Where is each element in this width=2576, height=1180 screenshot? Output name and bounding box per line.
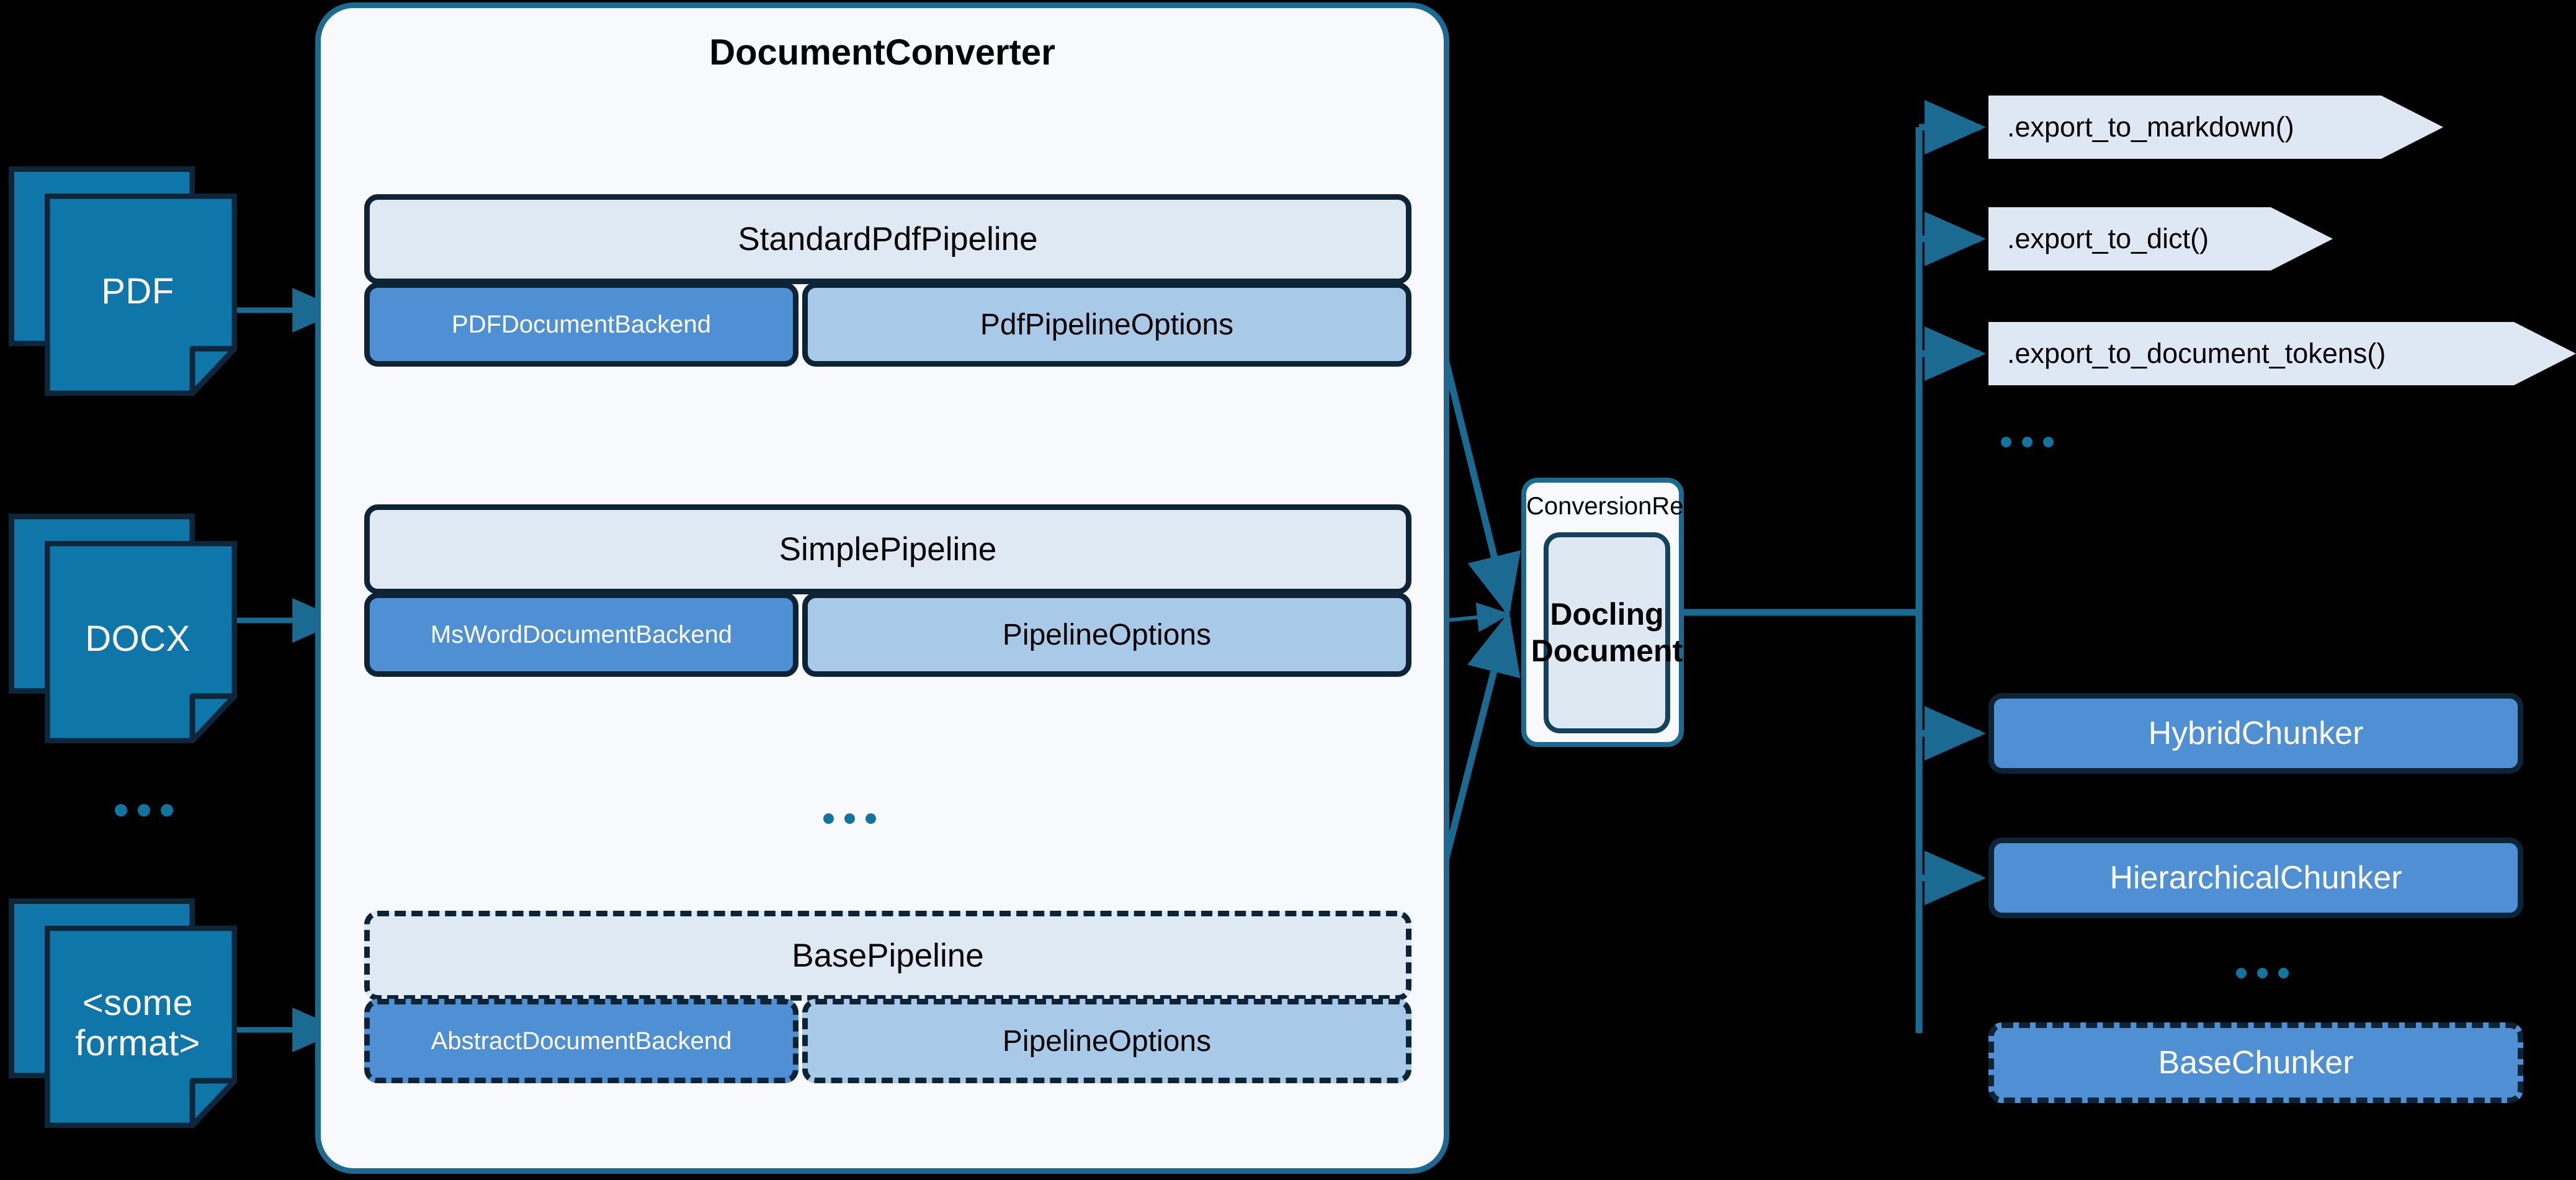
pipeline-header[interactable]: StandardPdfPipeline (364, 194, 1411, 284)
chunker-label: BaseChunker (2158, 1045, 2354, 1081)
page-title: DocumentConverter (709, 32, 1055, 73)
export-label: .export_to_dict() (2007, 223, 2209, 254)
export-chip-document-tokens[interactable]: .export_to_document_tokens() (1988, 322, 2576, 385)
docling-document-line2: Document (1531, 633, 1683, 668)
pipeline-name: SimplePipeline (779, 531, 997, 568)
dot-3 (161, 804, 173, 816)
export-label: .export_to_markdown() (2007, 111, 2294, 143)
pipeline-body: AbstractDocumentBackend PipelineOptions (364, 999, 1411, 1083)
input-label-line2: format> (75, 1023, 200, 1063)
input-label: <some format> (45, 926, 231, 1122)
input-ellipsis (115, 804, 173, 816)
docling-document-line1: Docling (1550, 597, 1664, 632)
dot-3 (865, 813, 876, 824)
pipeline-ellipsis (823, 813, 876, 824)
dot-1 (2001, 437, 2011, 447)
wire-result-trunk (1684, 127, 1923, 1033)
pipeline-backend[interactable]: MsWordDocumentBackend (364, 592, 798, 677)
conversion-result-label: ConversionResult (1526, 493, 1722, 520)
input-label: DOCX (85, 618, 190, 659)
export-chip-dict[interactable]: .export_to_dict() (1988, 207, 2333, 270)
pipeline-body: MsWordDocumentBackend PipelineOptions (364, 592, 1411, 677)
pipeline-backend-label: MsWordDocumentBackend (430, 620, 733, 648)
pipeline-options[interactable]: PipelineOptions (802, 592, 1411, 677)
dot-3 (2043, 437, 2054, 447)
document-stack-icon (45, 926, 237, 1128)
chunker-label: HybridChunker (2148, 715, 2364, 751)
dot-1 (2236, 968, 2247, 978)
pipeline-card-basepipeline[interactable]: BasePipeline AbstractDocumentBackend Pip… (364, 911, 1411, 1083)
dot-2 (2022, 437, 2033, 447)
pipeline-options[interactable]: PdfPipelineOptions (802, 282, 1411, 367)
pipeline-body: PDFDocumentBackend PdfPipelineOptions (364, 282, 1411, 367)
pipeline-header[interactable]: BasePipeline (364, 911, 1411, 1001)
pipeline-name: StandardPdfPipeline (738, 221, 1038, 257)
pipeline-backend[interactable]: PDFDocumentBackend (364, 282, 798, 367)
export-chip-markdown[interactable]: .export_to_markdown() (1988, 96, 2443, 159)
pipeline-card-simplepipeline[interactable]: SimplePipeline MsWordDocumentBackend Pip… (364, 504, 1411, 677)
dot-2 (2257, 968, 2268, 978)
pipeline-options-label: PdfPipelineOptions (980, 308, 1234, 341)
chunker-ellipsis (2236, 968, 2289, 978)
pipeline-name: BasePipeline (792, 937, 984, 974)
input-label-line1: <some (82, 983, 194, 1024)
chunker-hybridchunker[interactable]: HybridChunker (1988, 693, 2523, 774)
dot-2 (138, 804, 150, 816)
input-label: PDF (101, 270, 174, 311)
dot-3 (2278, 968, 2289, 978)
pipeline-header[interactable]: SimplePipeline (364, 504, 1411, 594)
dot-1 (115, 804, 127, 816)
export-label: .export_to_document_tokens() (2007, 337, 2386, 369)
dot-1 (823, 813, 834, 824)
pipeline-options[interactable]: PipelineOptions (802, 999, 1411, 1083)
pipeline-card-standardpdfpipeline[interactable]: StandardPdfPipeline PDFDocumentBackend P… (364, 194, 1411, 367)
conversion-result-box[interactable]: ConversionResult Docling Document (1521, 478, 1722, 747)
docling-document-box[interactable]: Docling Document (1531, 532, 1683, 733)
dot-2 (844, 813, 855, 824)
document-converter-panel: DocumentConverter StandardPdfPipeline PD… (315, 2, 1449, 1174)
chunker-basechunker[interactable]: BaseChunker (1988, 1022, 2523, 1103)
export-ellipsis (2001, 437, 2054, 447)
chunker-hierarchicalchunker[interactable]: HierarchicalChunker (1988, 838, 2523, 918)
pipeline-backend[interactable]: AbstractDocumentBackend (364, 999, 798, 1083)
document-stack-icon (45, 194, 237, 396)
chunker-label: HierarchicalChunker (2109, 860, 2402, 896)
pipeline-backend-label: AbstractDocumentBackend (431, 1027, 732, 1055)
pipeline-backend-label: PDFDocumentBackend (452, 310, 711, 338)
document-stack-icon (45, 541, 237, 743)
pipeline-options-label: PipelineOptions (1002, 618, 1212, 651)
pipeline-options-label: PipelineOptions (1002, 1024, 1212, 1058)
